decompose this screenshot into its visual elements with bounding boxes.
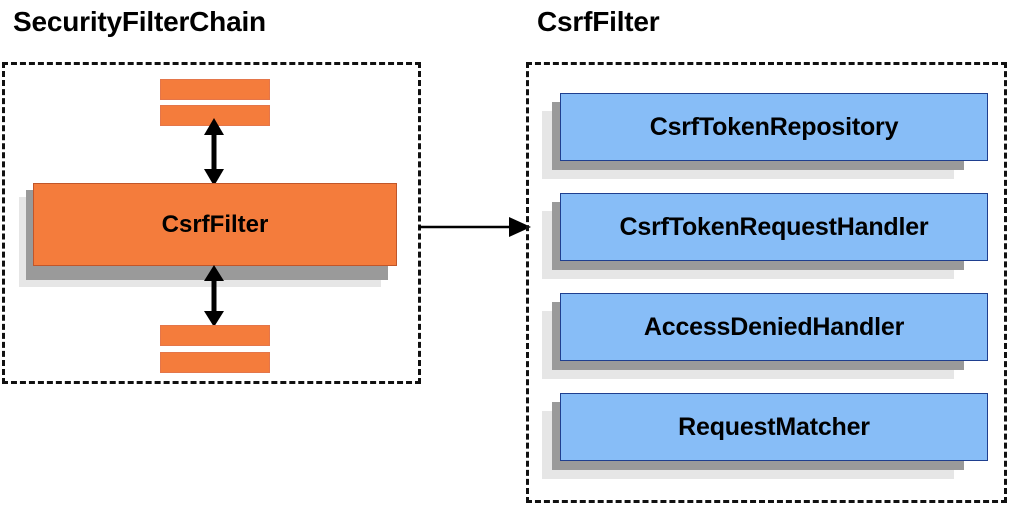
security-filter-chain-container — [2, 62, 421, 384]
collaborator-label: RequestMatcher — [678, 412, 870, 441]
collaborator-label: CsrfTokenRequestHandler — [619, 212, 929, 241]
csrf-filter-label: CsrfFilter — [161, 210, 269, 238]
filter-strip-below-1 — [160, 325, 270, 346]
collaborator-face: CsrfTokenRepository — [560, 93, 988, 161]
filter-strip-above-1 — [160, 79, 270, 100]
csrf-filter-component: CsrfFilter — [19, 183, 399, 288]
bidirectional-arrow-below-icon — [204, 265, 224, 327]
page-title-csrf-filter: CsrfFilter — [537, 6, 660, 37]
collaborator-box: CsrfTokenRequestHandler — [542, 193, 988, 281]
collaborator-face: AccessDeniedHandler — [560, 293, 988, 361]
csrf-filter-collaborators-container — [526, 62, 1007, 503]
collaborator-box: AccessDeniedHandler — [542, 293, 988, 381]
bidirectional-arrow-above-icon — [204, 118, 224, 186]
collaborator-face: RequestMatcher — [560, 393, 988, 461]
connector-arrow-icon — [419, 217, 531, 237]
collaborator-box: RequestMatcher — [542, 393, 988, 481]
collaborator-label: CsrfTokenRepository — [649, 112, 899, 141]
collaborator-face: CsrfTokenRequestHandler — [560, 193, 988, 261]
filter-strip-below-2 — [160, 352, 270, 373]
collaborator-box: CsrfTokenRepository — [542, 93, 988, 181]
csrf-filter-face: CsrfFilter — [33, 183, 397, 266]
collaborator-label: AccessDeniedHandler — [643, 312, 905, 341]
page-title-security-filter-chain: SecurityFilterChain — [13, 6, 266, 37]
